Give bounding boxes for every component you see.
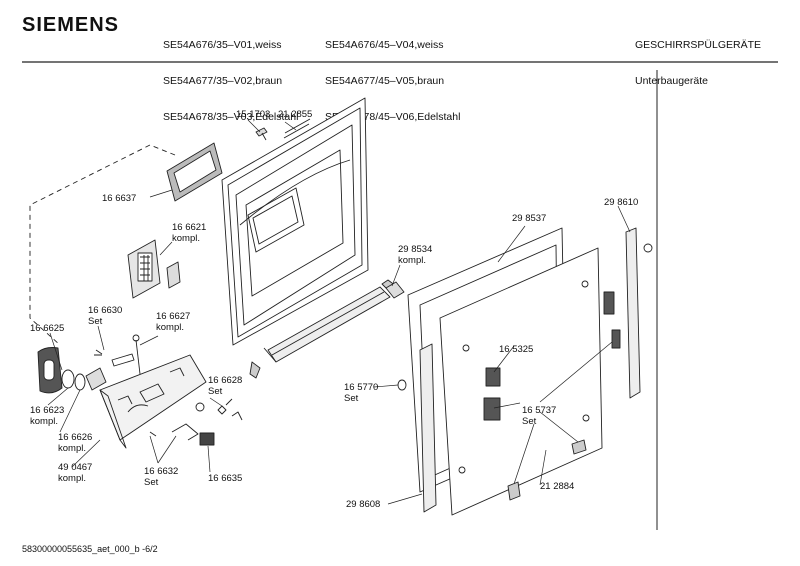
leader-lines xyxy=(47,119,631,505)
part-label: 16 6635 xyxy=(208,473,242,484)
category-block: GESCHIRRSPÜLGERÄTE Unterbaugeräte xyxy=(635,15,761,99)
part-label: 15 1703 xyxy=(236,109,270,120)
brand-logo: SIEMENS xyxy=(22,14,120,36)
part-label: 29 8608 xyxy=(346,499,380,510)
document-footer-code: 58300000055635_aet_000_b -6/2 xyxy=(22,544,158,554)
part-label: 29 8537 xyxy=(512,213,546,224)
part-label: 16 6637 xyxy=(102,193,136,204)
model-line: SE54A678/35–V03,Edelstahl xyxy=(163,111,299,123)
ring-part xyxy=(74,373,86,391)
part-label: 21 2855 xyxy=(278,109,312,120)
left-side-strip-part xyxy=(419,343,437,513)
spring-clip-part xyxy=(231,411,243,421)
control-housing-part xyxy=(99,354,207,449)
small-screw-part xyxy=(149,431,157,437)
part-label: 16 5325 xyxy=(499,344,533,355)
part-label: 29 8610 xyxy=(604,197,638,208)
model-line: SE54A677/45–V05,braun xyxy=(325,75,445,87)
latch-part xyxy=(171,423,199,441)
model-line: SE54A677/35–V02,braun xyxy=(163,75,283,87)
inner-door-panel xyxy=(221,97,369,346)
bushing-part xyxy=(85,367,107,391)
foot-part xyxy=(507,481,521,501)
category-subtitle: Unterbaugeräte xyxy=(635,75,708,87)
model-line: SE54A676/35–V01,weiss xyxy=(163,39,282,51)
foot-part xyxy=(571,439,587,455)
clip-part xyxy=(255,127,268,141)
right-side-strip-part xyxy=(625,227,641,399)
pin-head xyxy=(132,334,140,342)
screw-part xyxy=(94,349,103,356)
lever-part xyxy=(111,353,135,367)
window-frame-part xyxy=(166,142,223,202)
control-button-part xyxy=(37,347,63,394)
switch-part xyxy=(199,432,215,446)
part-label: 16 6625 xyxy=(30,323,64,334)
decor-panel xyxy=(439,247,621,516)
plug-part xyxy=(397,379,407,391)
seal-ring-part xyxy=(61,369,75,389)
category-title: GESCHIRRSPÜLGERÄTE xyxy=(635,39,762,51)
pin-part xyxy=(135,339,141,375)
washer-part xyxy=(195,402,205,412)
model-line: SE54A676/45–V04,weiss xyxy=(325,39,444,51)
spring-part xyxy=(217,398,233,415)
model-list-left: SE54A676/35–V01,weiss SE54A677/35–V02,br… xyxy=(163,15,298,135)
strip-clip-part xyxy=(643,243,653,253)
dispenser-cover-part xyxy=(127,239,181,299)
part-label: 21 2884 xyxy=(540,481,574,492)
